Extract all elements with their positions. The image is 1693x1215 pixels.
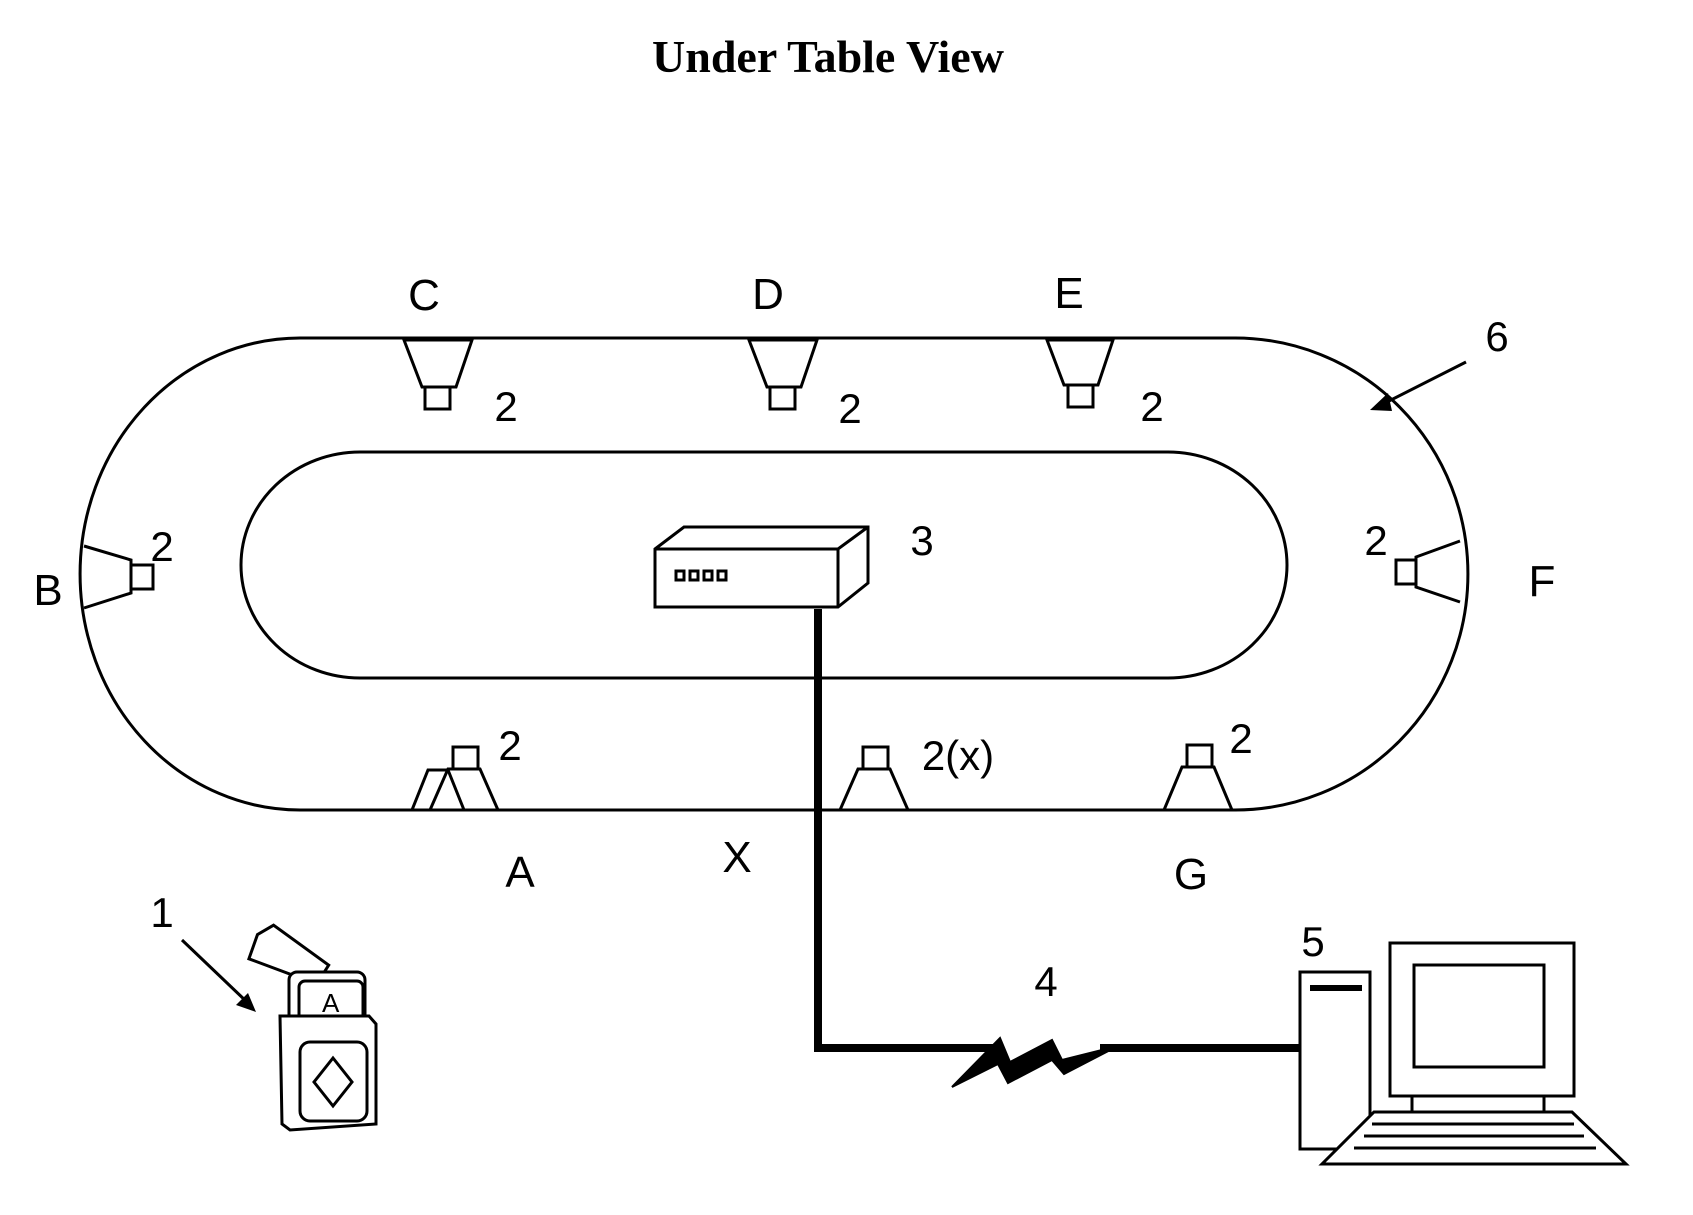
ref-hub: 3: [910, 517, 933, 564]
sensor-icon: [1047, 340, 1113, 407]
sensor-icon: [84, 546, 153, 608]
sensor-icon: [412, 747, 498, 810]
arrow-icon: [1370, 362, 1466, 411]
shoe-card-glyph: A: [322, 988, 340, 1018]
ref-sensor-a: 2: [498, 722, 521, 769]
ref-sensor-g: 2: [1229, 715, 1252, 762]
card-shoe-icon: A: [247, 923, 376, 1130]
ref-sensor-e: 2: [1140, 383, 1163, 430]
ref-link: 4: [1034, 958, 1057, 1005]
position-b: B: [33, 566, 62, 615]
arrow-icon: [182, 940, 256, 1012]
position-f: F: [1529, 557, 1556, 606]
ref-computer: 5: [1301, 918, 1324, 965]
ref-sensor-d: 2: [838, 385, 861, 432]
hub-cable: [818, 609, 1000, 1048]
ref-sensor-f: 2: [1364, 517, 1387, 564]
page-title: Under Table View: [652, 31, 1004, 82]
hub-icon: [655, 527, 868, 607]
ref-sensor-x: 2(x): [922, 732, 994, 779]
computer-icon: [1300, 943, 1626, 1164]
sensor-icon: [1396, 541, 1460, 602]
position-d: D: [752, 270, 784, 319]
sensor-icon: [840, 747, 908, 810]
ref-table: 6: [1485, 313, 1508, 360]
sensor-icon: [404, 340, 472, 409]
sensor-icon: [749, 340, 817, 409]
ref-sensor-b: 2: [150, 523, 173, 570]
position-g: G: [1174, 850, 1208, 899]
position-x: X: [722, 833, 751, 882]
ref-shoe: 1: [150, 889, 173, 936]
position-a: A: [505, 848, 535, 897]
position-e: E: [1054, 269, 1083, 318]
position-c: C: [408, 271, 440, 320]
sensor-icon: [1164, 745, 1232, 810]
ref-sensor-c: 2: [494, 383, 517, 430]
